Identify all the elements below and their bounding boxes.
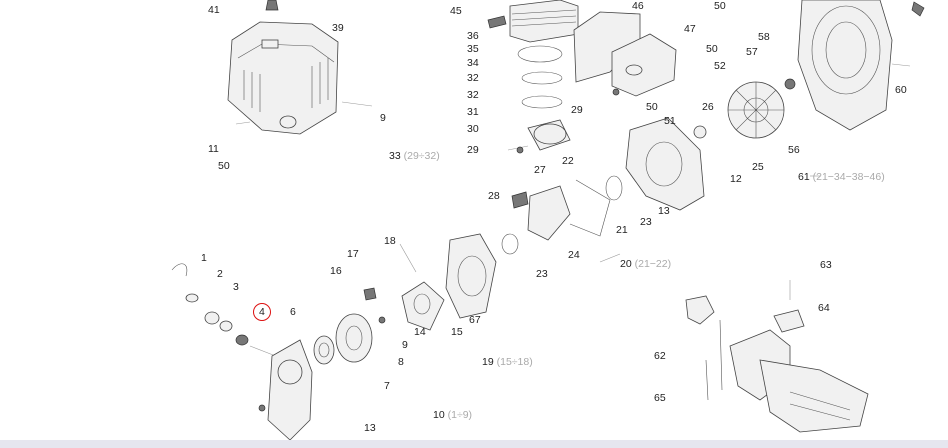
starter-drawing [171, 263, 313, 441]
part-label-50[interactable]: 50 [218, 160, 230, 172]
part-label-3[interactable]: 3 [233, 281, 239, 293]
part-label-13-second[interactable]: 13 [364, 422, 376, 434]
muffler-drawing [573, 11, 677, 97]
selected-part-highlight-ring [253, 303, 271, 321]
group-label-19[interactable]: 19 (15÷18) [482, 356, 533, 368]
part-label-31[interactable]: 31 [467, 106, 479, 118]
part-label-36[interactable]: 36 [467, 30, 479, 42]
part-label-22[interactable]: 22 [562, 155, 574, 167]
part-label-35[interactable]: 35 [467, 43, 479, 55]
fuel-tank-drawing [685, 280, 869, 433]
part-label-51[interactable]: 51 [664, 115, 676, 127]
part-label-57[interactable]: 57 [746, 46, 758, 58]
part-label-32[interactable]: 32 [467, 72, 479, 84]
part-label-23[interactable]: 23 [640, 216, 652, 228]
part-label-7[interactable]: 7 [384, 380, 390, 392]
part-label-17[interactable]: 17 [347, 248, 359, 260]
part-label-67[interactable]: 67 [469, 314, 481, 326]
part-label-30[interactable]: 30 [467, 123, 479, 135]
part-label-25[interactable]: 25 [752, 161, 764, 173]
part-label-65[interactable]: 65 [654, 392, 666, 404]
part-label-64[interactable]: 64 [818, 302, 830, 314]
part-label-14[interactable]: 14 [414, 326, 426, 338]
part-label-28[interactable]: 28 [488, 190, 500, 202]
group-label-20[interactable]: 20 (21−22) [620, 258, 672, 270]
part-label-63[interactable]: 63 [820, 259, 832, 271]
part-label-12[interactable]: 12 [730, 173, 742, 185]
part-label-58[interactable]: 58 [758, 31, 770, 43]
part-label-46[interactable]: 46 [632, 0, 644, 12]
part-label-8[interactable]: 8 [398, 356, 404, 368]
part-label-26[interactable]: 26 [702, 101, 714, 113]
part-label-2[interactable]: 2 [217, 268, 223, 280]
part-label-18[interactable]: 18 [384, 235, 396, 247]
part-label-9-second[interactable]: 9 [402, 339, 408, 351]
part-label-15[interactable]: 15 [451, 326, 463, 338]
clutch-drawing [313, 233, 497, 365]
part-label-39[interactable]: 39 [332, 22, 344, 34]
part-label-60[interactable]: 60 [895, 84, 907, 96]
part-label-29-second[interactable]: 29 [467, 144, 479, 156]
part-label-62[interactable]: 62 [654, 350, 666, 362]
cylinder-cover-drawing [227, 0, 373, 135]
part-label-41[interactable]: 41 [208, 4, 220, 16]
fan-housing-drawing [797, 0, 925, 131]
part-label-9[interactable]: 9 [380, 112, 386, 124]
bottom-scroll-bar[interactable] [0, 440, 948, 448]
group-label-10[interactable]: 10 (1÷9) [433, 409, 473, 421]
part-label-50-d[interactable]: 50 [714, 0, 726, 12]
flywheel-drawing [693, 78, 796, 139]
part-label-27[interactable]: 27 [534, 164, 546, 176]
part-label-47[interactable]: 47 [684, 23, 696, 35]
part-label-34[interactable]: 34 [467, 57, 479, 69]
part-label-52[interactable]: 52 [714, 60, 726, 72]
part-label-6[interactable]: 6 [290, 306, 296, 318]
part-label-50-b[interactable]: 50 [706, 43, 718, 55]
part-label-13[interactable]: 13 [658, 205, 670, 217]
part-label-56[interactable]: 56 [788, 144, 800, 156]
group-label-33[interactable]: 33 (29÷32) [389, 150, 440, 162]
part-label-11[interactable]: 11 [208, 143, 219, 155]
part-label-45[interactable]: 45 [450, 5, 462, 17]
part-label-50-c[interactable]: 50 [646, 101, 658, 113]
group-label-61[interactable]: 61 (21−34−38−46) [798, 171, 885, 183]
crankcase-drawing [501, 117, 705, 255]
part-label-24[interactable]: 24 [568, 249, 580, 261]
part-label-32-second[interactable]: 32 [467, 89, 479, 101]
part-label-21[interactable]: 21 [616, 224, 628, 236]
part-label-29[interactable]: 29 [571, 104, 583, 116]
part-label-23-second[interactable]: 23 [536, 268, 548, 280]
part-label-1[interactable]: 1 [201, 252, 207, 264]
part-label-16[interactable]: 16 [330, 265, 342, 277]
cylinder-drawing [487, 0, 579, 154]
